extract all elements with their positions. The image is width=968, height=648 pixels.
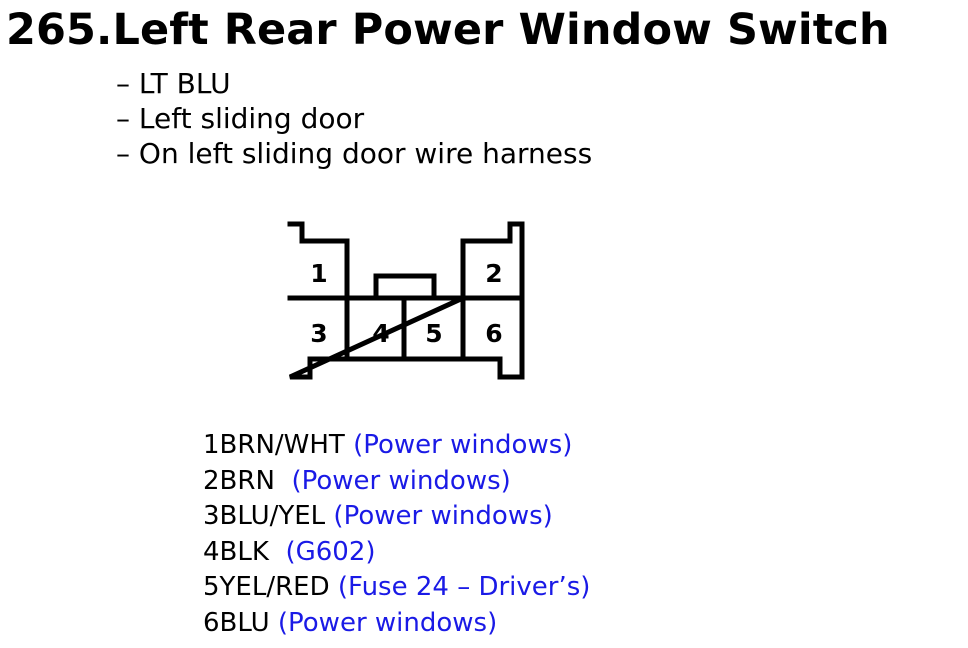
pin-wire-4: 4BLK (203, 536, 269, 567)
pin-wire-6: 6BLU (203, 607, 270, 638)
pin-label-5: 5 (425, 319, 442, 348)
connector-location-line: – Left sliding door (116, 102, 365, 135)
page-title: 265.Left Rear Power Window Switch (6, 5, 890, 55)
pin-label-6: 6 (485, 319, 502, 348)
pinout-row-2: 2BRN (Power windows) (203, 464, 590, 500)
pin-wire-3: 3BLU/YEL (203, 501, 326, 532)
pinout-row-1: 1BRN/WHT (Power windows) (203, 428, 590, 464)
connector-color-line: – LT BLU (116, 67, 231, 100)
pinout-list: 1BRN/WHT (Power windows) 2BRN (Power win… (203, 428, 590, 642)
pin-label-3: 3 (310, 319, 327, 348)
pin-label-2: 2 (485, 259, 502, 288)
connector-diagram: 1 2 3 4 5 6 (280, 214, 530, 393)
pin-circuit-4: (G602) (285, 536, 376, 567)
pinout-row-3: 3BLU/YEL (Power windows) (203, 499, 590, 535)
pin-wire-1: 1BRN/WHT (203, 430, 345, 460)
pinout-row-5: 5YEL/RED (Fuse 24 – Driver’s) (203, 570, 590, 606)
connector-outline (287, 221, 525, 380)
pin-wire-2: 2BRN (203, 465, 275, 496)
pin-circuit-2: (Power windows) (291, 465, 511, 496)
connector-latch-tab (373, 273, 437, 301)
connector-face-svg: 1 2 3 4 5 6 (287, 221, 525, 380)
connector-harness-line: – On left sliding door wire harness (116, 137, 593, 170)
pin-circuit-6: (Power windows) (277, 607, 498, 638)
pin-circuit-1: (Power windows) (353, 430, 573, 460)
pin-wire-5: 5YEL/RED (203, 572, 330, 603)
pin-label-1: 1 (310, 259, 327, 288)
pinout-row-4: 4BLK (G602) (203, 535, 590, 571)
pinout-row-6: 6BLU (Power windows) (203, 606, 590, 642)
pin-circuit-3: (Power windows) (333, 501, 553, 532)
pin-circuit-5: (Fuse 24 – Driver’s) (337, 572, 591, 603)
connector-info-list: – LT BLU – Left sliding door – On left s… (116, 66, 592, 171)
pin-label-4: 4 (372, 319, 389, 348)
